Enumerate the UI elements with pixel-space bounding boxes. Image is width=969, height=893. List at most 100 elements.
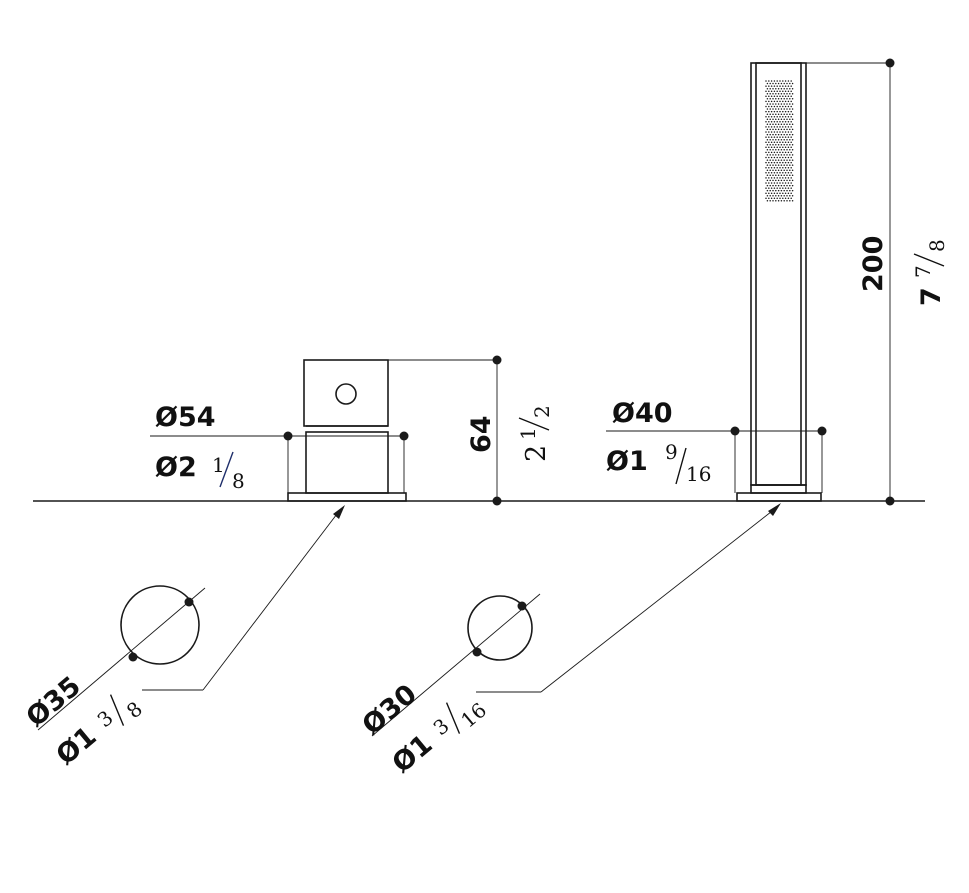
spray-nozzle: [779, 192, 781, 194]
spray-nozzle: [783, 87, 785, 90]
spray-nozzle: [769, 195, 771, 197]
spray-nozzle: [772, 93, 774, 95]
spray-nozzle: [765, 85, 767, 87]
spray-nozzle: [789, 98, 791, 100]
spray-nozzle: [784, 105, 787, 108]
spray-nozzle: [787, 100, 790, 103]
spray-nozzle: [789, 184, 791, 187]
spray-nozzle: [790, 121, 792, 123]
spray-nozzle: [769, 149, 771, 151]
spray-nozzle: [784, 126, 787, 128]
spray-nozzle: [773, 177, 776, 179]
spray-nozzle: [791, 159, 794, 161]
spray-nozzle: [775, 118, 777, 121]
spray-nozzle: [770, 110, 773, 113]
spray-nozzle: [784, 172, 787, 174]
spray-nozzle: [772, 179, 774, 182]
spray-nozzle: [787, 90, 790, 92]
shower-base-plate: [736, 492, 822, 502]
spray-nozzle: [791, 179, 794, 182]
spray-nozzle: [790, 141, 792, 143]
spray-nozzle: [779, 121, 781, 123]
spray-nozzle: [766, 93, 769, 95]
spray-nozzle: [790, 146, 792, 149]
spray-nozzle: [786, 144, 788, 146]
spray-nozzle: [768, 141, 770, 143]
spray-nozzle: [790, 110, 792, 113]
spray-nozzle: [784, 182, 787, 184]
spray-nozzle: [787, 161, 790, 164]
spray-nozzle: [784, 80, 787, 82]
hand-shower: [736, 62, 822, 502]
spray-nozzle: [770, 131, 773, 133]
spray-nozzle: [772, 123, 774, 126]
spray-nozzle: [786, 138, 788, 141]
spray-nozzle: [786, 164, 788, 166]
spray-nozzle: [775, 154, 777, 156]
spray-nozzle: [791, 169, 794, 172]
spray-nozzle: [777, 138, 780, 141]
total-height-imperial-label: 7 7 8: [911, 239, 949, 306]
spray-nozzle: [780, 133, 783, 136]
spray-nozzle: [789, 82, 791, 85]
spray-nozzle: [789, 200, 791, 202]
spray-nozzle: [786, 93, 788, 95]
spray-nozzle: [765, 146, 767, 149]
spray-nozzle: [775, 149, 777, 151]
spray-nozzle: [787, 177, 790, 179]
spray-nozzle: [765, 161, 767, 164]
arrow-head: [768, 503, 781, 516]
spray-nozzle: [770, 121, 773, 123]
mixer-hole-circle: [120, 585, 200, 665]
spray-nozzle: [787, 146, 790, 149]
spray-nozzle: [765, 126, 767, 128]
spray-nozzle: [791, 133, 794, 136]
spray-nozzle: [790, 177, 792, 179]
spray-nozzle: [786, 195, 788, 197]
spray-nozzle: [768, 85, 770, 87]
spray-nozzle: [768, 161, 770, 164]
spray-nozzle: [780, 108, 783, 110]
spray-nozzle: [773, 172, 776, 174]
spray-nozzle: [773, 166, 776, 169]
spray-nozzle: [770, 90, 773, 92]
spray-nozzle: [765, 197, 767, 200]
spray-nozzle: [772, 154, 774, 156]
spray-nozzle: [787, 110, 790, 113]
spray-nozzle: [780, 149, 783, 151]
spray-nozzle: [777, 113, 780, 115]
spray-nozzle: [783, 108, 785, 110]
spray-nozzle: [783, 179, 785, 182]
spray-nozzle: [775, 169, 777, 172]
mixer-height-label: 64: [466, 415, 497, 453]
spray-nozzle: [782, 197, 784, 200]
spray-nozzle: [776, 121, 778, 123]
spray-nozzle: [790, 105, 792, 108]
spray-nozzle: [773, 90, 776, 92]
spray-nozzle: [769, 174, 771, 177]
spray-nozzle: [782, 146, 784, 149]
mixer-dia-frac-num: 1: [212, 453, 225, 477]
spray-nozzle: [776, 187, 778, 189]
spray-nozzle: [789, 169, 791, 172]
spray-nozzle: [772, 113, 774, 115]
spray-nozzle: [775, 87, 777, 90]
spray-nozzle: [777, 144, 780, 146]
spray-nozzle: [768, 100, 770, 103]
spray-nozzle: [790, 166, 792, 169]
spray-nozzle: [787, 156, 790, 159]
spray-nozzle: [777, 179, 780, 182]
spray-nozzle: [765, 80, 767, 82]
spray-nozzle: [782, 166, 784, 169]
mixer-dia-metric: Ø54: [155, 402, 216, 433]
spray-nozzle: [770, 187, 773, 189]
dim-dot: [492, 355, 502, 365]
spray-nozzle: [784, 177, 787, 179]
spray-nozzle: [787, 166, 790, 169]
spray-nozzle: [766, 133, 769, 136]
spray-nozzle: [772, 108, 774, 110]
spray-nozzle: [775, 123, 777, 126]
spray-nozzle: [775, 93, 777, 95]
spray-nozzle: [768, 177, 770, 179]
